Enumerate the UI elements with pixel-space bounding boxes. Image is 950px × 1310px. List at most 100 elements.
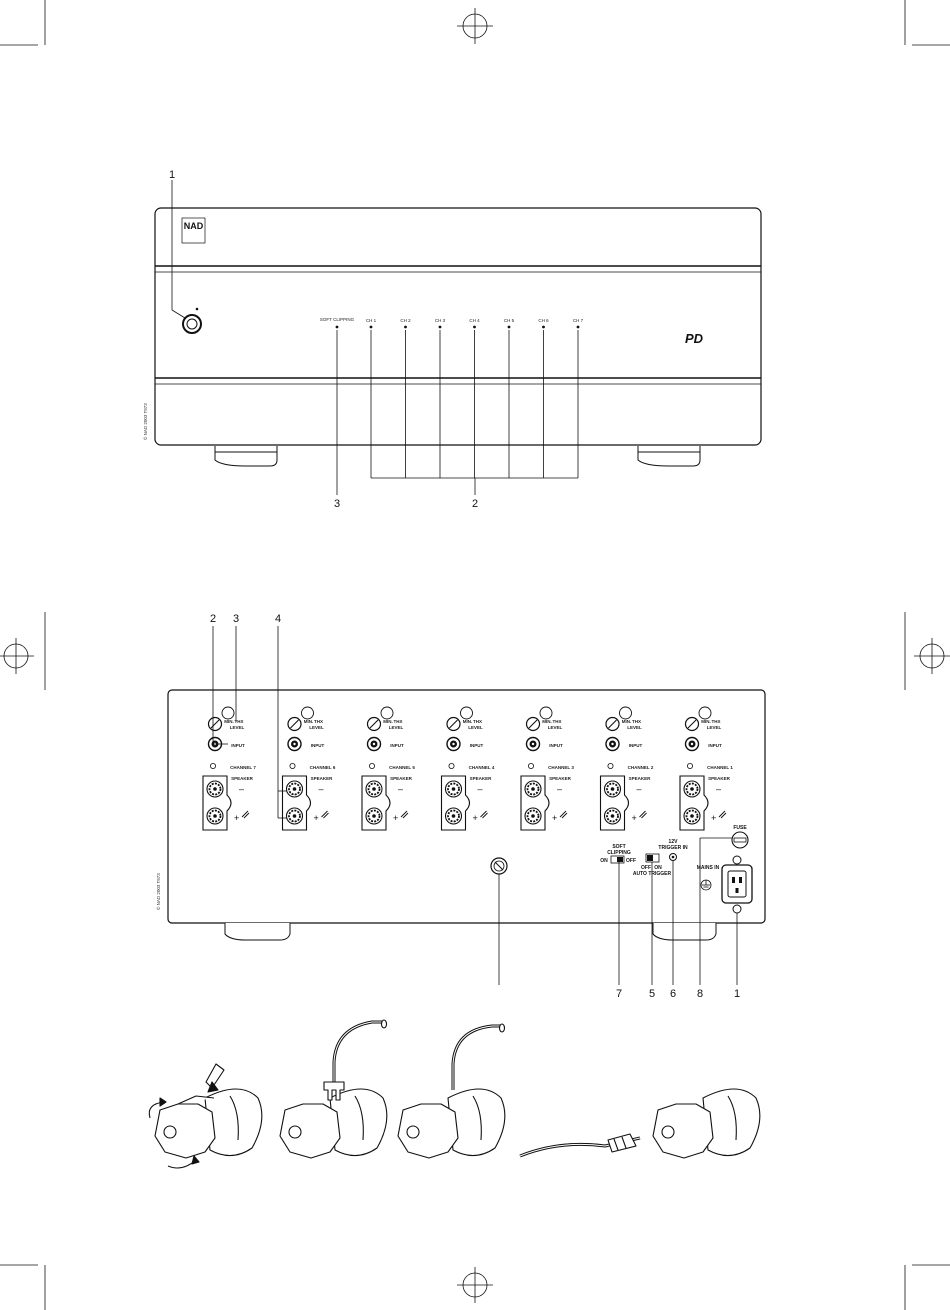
soft-clipping-front-label: SOFT CLIPPING [320, 317, 355, 322]
soft-clipping-title-1: SOFT [612, 844, 625, 850]
binding-post-step-3 [397, 1023, 506, 1159]
channel-led-label: CH 5 [504, 318, 515, 323]
level-min-label: MIN. [383, 719, 393, 724]
level-thx-label: THX [473, 719, 482, 724]
trigger-in-line2: TRIGGER IN [658, 845, 688, 851]
power-button[interactable] [182, 314, 202, 334]
level-knob-indicator [460, 706, 473, 720]
speaker-label: SPEAKER [231, 776, 254, 781]
cable-direction-icon [639, 810, 647, 819]
negative-sign: – [637, 784, 642, 794]
positive-sign: + [711, 813, 716, 823]
front-feet [214, 446, 701, 467]
level-thx-label: THX [712, 719, 721, 724]
channel-led-label: CH 4 [469, 318, 480, 323]
fuse-holder[interactable] [731, 831, 749, 849]
front-copyright: © NAD 2003 T973 [142, 403, 148, 440]
channel-led-label: CH 3 [435, 318, 446, 323]
channel-status-led [368, 763, 375, 770]
negative-sign: – [319, 784, 324, 794]
level-label: LEVEL [389, 725, 404, 730]
channel-name: CHANNEL 1 [707, 765, 733, 770]
level-knob-indicator [380, 706, 394, 720]
channel-status-led [289, 763, 296, 770]
fuse-label: FUSE [733, 825, 747, 831]
channel-name: CHANNEL 5 [389, 765, 415, 770]
level-label: LEVEL [548, 725, 563, 730]
cable-direction-icon [321, 810, 329, 819]
soft-clipping-title-2: CLIPPING [607, 850, 631, 856]
pd-logo: PD [685, 331, 704, 346]
speaker-label: SPEAKER [311, 776, 334, 781]
callout-input: 2 [210, 613, 216, 625]
callout-mains: 1 [734, 988, 740, 1000]
auto-trigger-on-label: ON [654, 865, 662, 871]
binding-post-step-1 [148, 1063, 263, 1169]
level-knob-indicator [698, 706, 712, 720]
positive-sign: + [473, 813, 478, 823]
input-label: INPUT [231, 743, 245, 748]
input-label: INPUT [708, 743, 722, 748]
speaker-label: SPEAKER [470, 776, 493, 781]
negative-sign: – [398, 784, 403, 794]
speaker-cable [332, 1020, 384, 1084]
level-knob-indicator [301, 706, 314, 720]
level-min-label: MIN. [224, 719, 234, 724]
input-label: INPUT [549, 743, 563, 748]
binding-post-step-4 [519, 1088, 761, 1159]
channel-led-label: CH 7 [573, 318, 584, 323]
callout-soft-clipping: 3 [334, 498, 340, 510]
level-thx-label: THX [314, 719, 323, 724]
cable-direction-icon [400, 810, 409, 819]
channel-name: CHANNEL 6 [310, 765, 336, 770]
channel-led [507, 325, 511, 329]
soft-clipping-on-label: ON [600, 858, 608, 864]
speaker-label: SPEAKER [708, 776, 731, 781]
rear-panel: © NAD 2003 T973 MIN.THXLEVELINPUTCHANNEL… [155, 613, 766, 1000]
auto-trigger-off-label: OFF [641, 865, 651, 871]
level-knob-indicator [619, 706, 632, 720]
level-min-label: MIN. [304, 719, 314, 724]
callout-fuse: 8 [697, 988, 703, 1000]
rear-copyright: © NAD 2003 T973 [155, 873, 161, 910]
callout-channel-leds: 2 [472, 498, 478, 510]
channel-name: CHANNEL 4 [469, 765, 495, 770]
channel-status-led [528, 763, 535, 770]
level-label: LEVEL [627, 725, 642, 730]
front-panel-body [154, 207, 762, 446]
negative-sign: – [716, 784, 721, 794]
callout-power: 1 [169, 169, 175, 181]
input-label: INPUT [629, 743, 643, 748]
speaker-label: SPEAKER [629, 776, 652, 781]
level-thx-label: THX [632, 719, 641, 724]
channel-led-label: CH 6 [538, 318, 549, 323]
soft-clipping-off-label: OFF [626, 858, 636, 864]
mains-in-label: MAINS IN [697, 865, 720, 871]
push-arrow-icon [205, 1063, 225, 1089]
level-knob-indicator [221, 706, 235, 720]
cable-direction-icon [241, 810, 250, 819]
channel-led [369, 325, 373, 329]
level-label: LEVEL [707, 725, 722, 730]
channel-status-led [687, 763, 694, 770]
bare-wire [451, 1024, 502, 1090]
speaker-label: SPEAKER [390, 776, 413, 781]
speaker-label: SPEAKER [549, 776, 572, 781]
input-label: INPUT [390, 743, 404, 748]
channel-callout-bracket [370, 330, 579, 479]
standby-led [195, 307, 199, 311]
callout-level: 3 [233, 613, 239, 625]
callout-trigger-in: 6 [670, 988, 676, 1000]
input-label: INPUT [311, 743, 325, 748]
nad-logo-box [181, 217, 206, 244]
binding-post-step-2 [279, 1019, 388, 1159]
negative-sign: – [239, 784, 244, 794]
